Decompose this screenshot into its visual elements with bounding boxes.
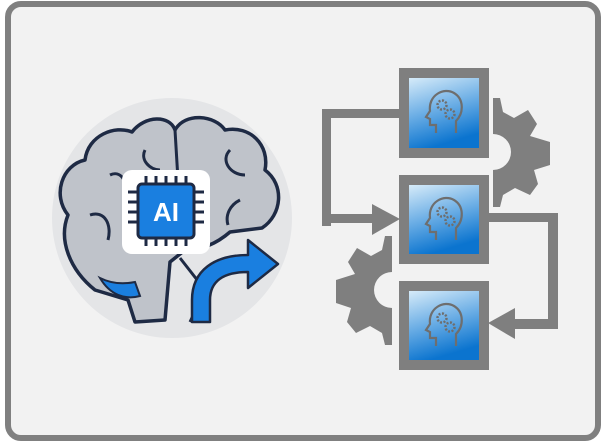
gear-icon (336, 236, 392, 345)
chip-label: AI (153, 197, 179, 227)
gear-icon (493, 98, 550, 207)
process-step-2 (399, 175, 489, 264)
process-step-1 (399, 68, 489, 158)
connector-arrow-middle-to-bottom (488, 213, 558, 339)
curved-arrow-icon (190, 238, 280, 324)
connector-arrow-top-to-middle (322, 109, 400, 235)
ai-chip-icon: AI (122, 170, 210, 254)
process-step-3 (399, 281, 489, 370)
